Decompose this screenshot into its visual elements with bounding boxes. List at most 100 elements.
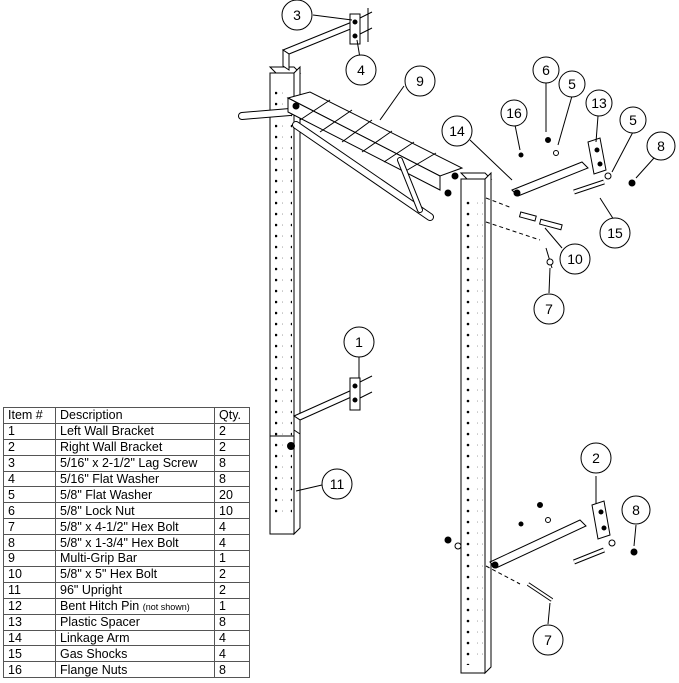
callout-5-right: 5 — [619, 106, 647, 134]
callout-5-top: 5 — [558, 70, 586, 98]
top-wall-bracket — [281, 8, 373, 71]
description-text: 96" Upright — [60, 583, 123, 598]
cell-description: Gas Shocks — [55, 645, 215, 663]
cell-item: 11 — [3, 581, 56, 599]
svg-text:10: 10 — [567, 251, 583, 267]
svg-text:3: 3 — [293, 7, 301, 23]
cell-item: 16 — [3, 661, 56, 679]
table-row: 11 96" Upright 2 — [3, 581, 250, 599]
header-description: Description — [55, 407, 215, 424]
cell-description: Bent Hitch Pin (not shown) — [55, 597, 215, 615]
description-text: 5/8" x 4-1/2" Hex Bolt — [60, 519, 179, 534]
svg-text:14: 14 — [449, 123, 465, 139]
description-text: Flange Nuts — [60, 662, 128, 677]
bottom-linkage-assembly — [444, 500, 638, 602]
cell-qty: 2 — [214, 581, 250, 599]
cell-description: 96" Upright — [55, 581, 215, 599]
svg-text:1: 1 — [355, 334, 363, 350]
table-header-row: Item # Description Qty. — [3, 407, 250, 424]
cell-item: 3 — [3, 454, 56, 472]
callout-7-bottom: 7 — [532, 624, 564, 656]
callout-10: 10 — [559, 243, 591, 275]
cell-item: 4 — [3, 470, 56, 488]
parts-list-table: Item # Description Qty. 1 Left Wall Brack… — [3, 407, 250, 679]
callout-16: 16 — [500, 99, 528, 127]
cell-qty: 2 — [214, 438, 250, 456]
cell-description: 5/8" Flat Washer — [55, 486, 215, 504]
cell-qty: 8 — [214, 613, 250, 631]
svg-text:6: 6 — [542, 62, 550, 78]
svg-text:11: 11 — [330, 476, 345, 492]
svg-text:5: 5 — [568, 76, 576, 92]
callout-8-top: 8 — [646, 131, 676, 161]
cell-description: 5/8" x 5" Hex Bolt — [55, 565, 215, 583]
callout-15: 15 — [599, 217, 631, 249]
description-text: 5/8" Flat Washer — [60, 487, 153, 502]
description-text: 5/8" x 5" Hex Bolt — [60, 567, 158, 582]
svg-text:4: 4 — [357, 62, 365, 78]
cell-item: 9 — [3, 550, 56, 567]
cell-qty: 8 — [214, 661, 250, 679]
cell-qty: 20 — [214, 486, 250, 504]
svg-text:7: 7 — [545, 301, 553, 317]
cell-qty: 4 — [214, 534, 250, 552]
svg-text:13: 13 — [591, 95, 607, 111]
cell-qty: 4 — [214, 629, 250, 647]
cell-item: 1 — [3, 422, 56, 440]
callout-13: 13 — [585, 89, 613, 117]
cell-description: Plastic Spacer — [55, 613, 215, 631]
svg-text:16: 16 — [506, 105, 522, 121]
svg-text:7: 7 — [544, 632, 552, 648]
table-row: 1 Left Wall Bracket 2 — [3, 422, 250, 440]
description-text: Bent Hitch Pin — [60, 598, 140, 613]
cell-qty: 8 — [214, 470, 250, 488]
cell-item: 10 — [3, 565, 56, 583]
table-row: 16 Flange Nuts 8 — [3, 661, 250, 679]
cell-item: 7 — [3, 518, 56, 536]
cell-qty: 4 — [214, 645, 250, 663]
description-text: Left Wall Bracket — [60, 424, 155, 439]
cell-qty: 10 — [214, 502, 250, 520]
header-item: Item # — [3, 407, 56, 424]
callout-7-top: 7 — [533, 293, 565, 325]
left-upright — [268, 65, 302, 536]
description-text: 5/16" Flat Washer — [60, 472, 160, 486]
multi-grip-bar — [238, 91, 464, 221]
svg-text:5: 5 — [629, 112, 637, 128]
table-row: 4 5/16" Flat Washer 8 — [3, 470, 250, 488]
description-note: (not shown) — [142, 601, 190, 612]
svg-text:9: 9 — [416, 73, 424, 89]
cell-description: Flange Nuts — [55, 661, 215, 679]
cell-description: 5/8" x 4-1/2" Hex Bolt — [55, 518, 215, 536]
cell-qty: 2 — [214, 422, 250, 440]
description-text: Multi-Grip Bar — [60, 551, 138, 566]
cell-qty: 2 — [214, 565, 250, 583]
cell-description: 5/8" Lock Nut — [55, 502, 215, 520]
middle-wall-bracket — [287, 375, 373, 450]
svg-text:2: 2 — [592, 450, 600, 466]
cell-description: 5/16" x 2-1/2" Lag Screw — [55, 454, 215, 472]
cell-description: Linkage Arm — [55, 629, 215, 647]
cell-qty: 4 — [214, 518, 250, 536]
description-text: Plastic Spacer — [60, 615, 140, 630]
cell-item: 14 — [3, 629, 56, 647]
table-row: 7 5/8" x 4-1/2" Hex Bolt 4 — [3, 518, 250, 536]
cell-description: 5/8" x 1-3/4" Hex Bolt — [55, 534, 215, 552]
cell-item: 12 — [3, 597, 56, 615]
cell-qty: 8 — [214, 454, 250, 472]
right-upright — [459, 171, 493, 675]
description-text: Gas Shocks — [60, 646, 128, 661]
callout-8-bottom: 8 — [621, 495, 651, 525]
cell-description: Left Wall Bracket — [55, 422, 215, 440]
header-qty: Qty. — [214, 407, 250, 424]
svg-text:8: 8 — [657, 138, 665, 154]
cell-item: 8 — [3, 534, 56, 552]
